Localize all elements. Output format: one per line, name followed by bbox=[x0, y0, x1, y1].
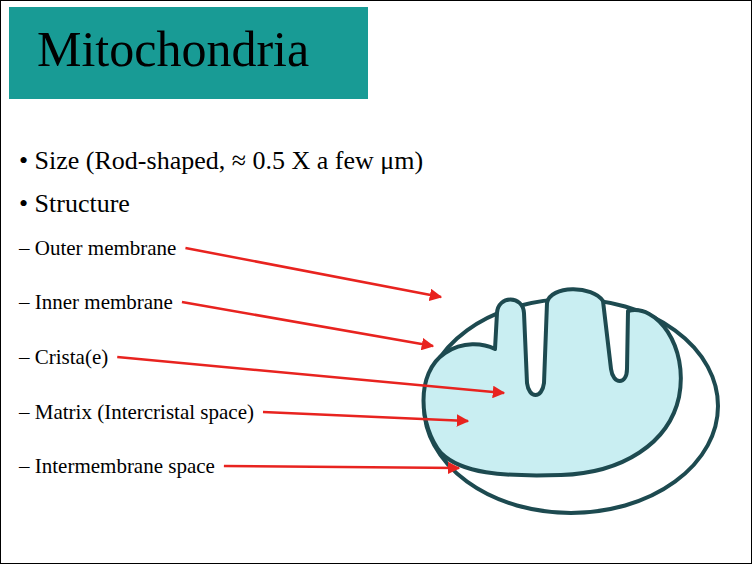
title-box: Mitochondria bbox=[9, 7, 368, 99]
bullet-text: • Structure bbox=[19, 189, 130, 219]
part-label: – Outer membrane bbox=[19, 236, 176, 260]
part-label: – Intermembrane space bbox=[19, 454, 215, 478]
leader-line bbox=[224, 466, 459, 468]
part-label: – Matrix (Intercristal space) bbox=[19, 400, 254, 424]
leader-line bbox=[263, 412, 468, 421]
inner-membrane bbox=[424, 289, 681, 475]
slide-title: Mitochondria bbox=[37, 21, 309, 79]
bullet-text: • Size (Rod-shaped, ≈ 0.5 X a few μm) bbox=[19, 146, 423, 176]
part-label: – Inner membrane bbox=[19, 290, 173, 314]
leader-line bbox=[182, 302, 433, 346]
leader-line bbox=[185, 248, 441, 297]
part-label: – Crista(e) bbox=[19, 345, 108, 369]
leader-line bbox=[117, 357, 504, 393]
